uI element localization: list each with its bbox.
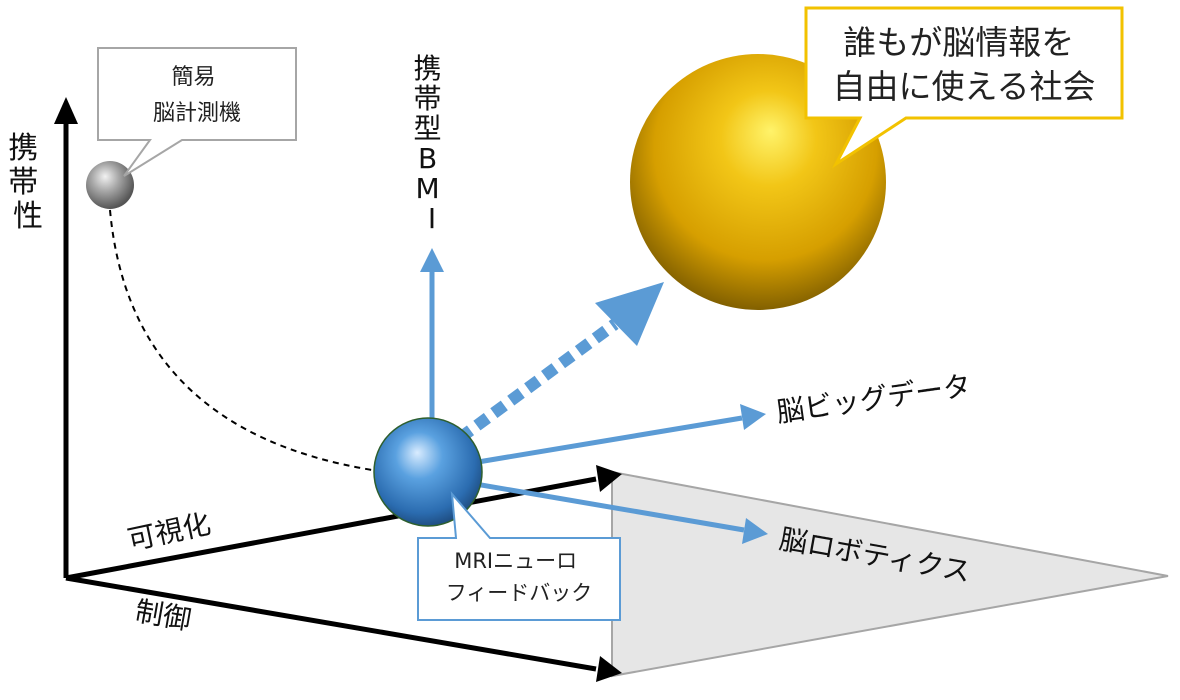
robotics-arrowhead — [742, 518, 768, 544]
big-data-label: 脳ビッグデータ — [774, 369, 973, 429]
depth-axis-arrowhead — [596, 656, 622, 682]
vision-arrow-line — [456, 319, 619, 443]
big-data-arrowhead — [740, 404, 766, 430]
portable-device-line-1: 簡易 — [171, 65, 215, 90]
vertical-axis-char-3: 性 — [13, 199, 43, 234]
horizontal-axis — [65, 476, 597, 581]
progress-curve — [109, 209, 373, 471]
vision-callout-text: 誰もが脳情報を 自由に使える社会 — [832, 23, 1095, 106]
direction-arrows — [420, 248, 768, 544]
vertical-axis-char-2: 帯 — [8, 165, 38, 200]
portable-device-callout-box — [97, 47, 297, 177]
depth-axis — [65, 575, 597, 672]
vision-arrowhead — [595, 282, 664, 346]
bmi-arrowhead — [420, 248, 444, 272]
portable-device-sphere — [86, 161, 134, 209]
portable-bmi-char-4: B — [418, 142, 437, 175]
robotics-arrow-line — [451, 477, 745, 533]
vision-line-2: 自由に使える社会 — [832, 67, 1095, 106]
vertical-axis-char-1: 携 — [8, 131, 38, 166]
horizontal-axis-arrowhead — [596, 465, 622, 492]
axes — [54, 97, 622, 682]
portable-device-callout: 簡易 脳計測機 — [97, 47, 297, 177]
neurofeedback-line-1: MRIニューロ — [454, 549, 577, 573]
vision-callout-box — [804, 6, 1124, 169]
vertical-axis-arrowhead — [54, 97, 78, 124]
portable-bmi-char-5: M — [415, 172, 439, 205]
neurofeedback-line-2: フィードバック — [446, 581, 593, 605]
vision-line-1: 誰もが脳情報を — [843, 23, 1074, 62]
portable-bmi-char-3: 型 — [414, 112, 442, 145]
big-data-arrow-line — [477, 415, 743, 465]
portable-device-line-2: 脳計測機 — [153, 101, 241, 126]
neurofeedback-callout-text: MRIニューロ フィードバック — [446, 549, 593, 605]
portable-device-callout-text: 簡易 脳計測機 — [153, 65, 241, 126]
vertical-axis-label: 携 帯 性 — [8, 131, 48, 234]
neurofeedback-callout-box — [417, 490, 621, 621]
vision-callout: 誰もが脳情報を 自由に使える社会 — [804, 6, 1124, 169]
portable-bmi-char-1: 携 — [414, 52, 442, 85]
portable-bmi-char-6: I — [428, 202, 436, 235]
portable-bmi-label: 携 帯 型 B M I — [414, 52, 451, 235]
portable-bmi-char-2: 帯 — [414, 82, 442, 115]
neurofeedback-callout: MRIニューロ フィードバック — [417, 490, 621, 621]
horizontal-axis-label: 可視化 — [125, 507, 214, 557]
